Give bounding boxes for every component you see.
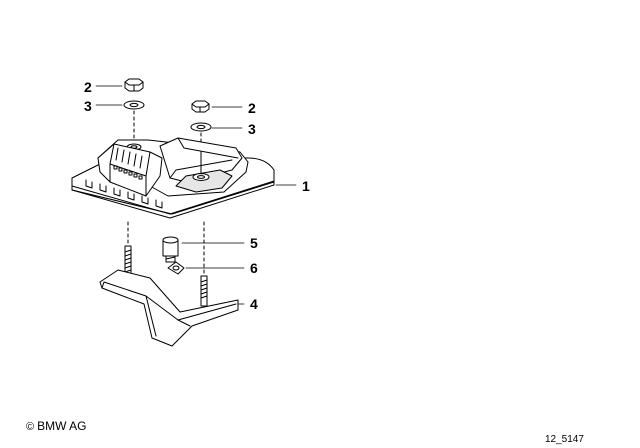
copyright-icon: © — [26, 421, 35, 433]
callout-1: 1 — [302, 178, 310, 194]
nut-right — [191, 100, 210, 113]
callout-2-right: 2 — [248, 100, 256, 116]
connector-plug — [97, 143, 163, 197]
washer-right — [190, 122, 212, 132]
callout-6: 6 — [250, 260, 258, 276]
callout-2-left: 2 — [84, 79, 92, 95]
stud-right — [200, 221, 208, 307]
stud-left — [124, 221, 132, 279]
callout-4: 4 — [250, 296, 258, 312]
leader-lines — [95, 85, 297, 305]
copyright-text: BMW AG — [37, 419, 87, 433]
lock-washer — [167, 261, 185, 275]
diagram-id: 12_5147 — [545, 434, 584, 445]
copyright: ©BMW AG — [26, 419, 86, 433]
screw — [162, 236, 179, 263]
callout-5: 5 — [250, 235, 258, 251]
callout-3-right: 3 — [248, 121, 256, 137]
washer-left — [123, 100, 145, 110]
mounting-bracket — [99, 269, 239, 347]
callout-3-left: 3 — [84, 98, 92, 114]
nut-left — [124, 78, 144, 92]
